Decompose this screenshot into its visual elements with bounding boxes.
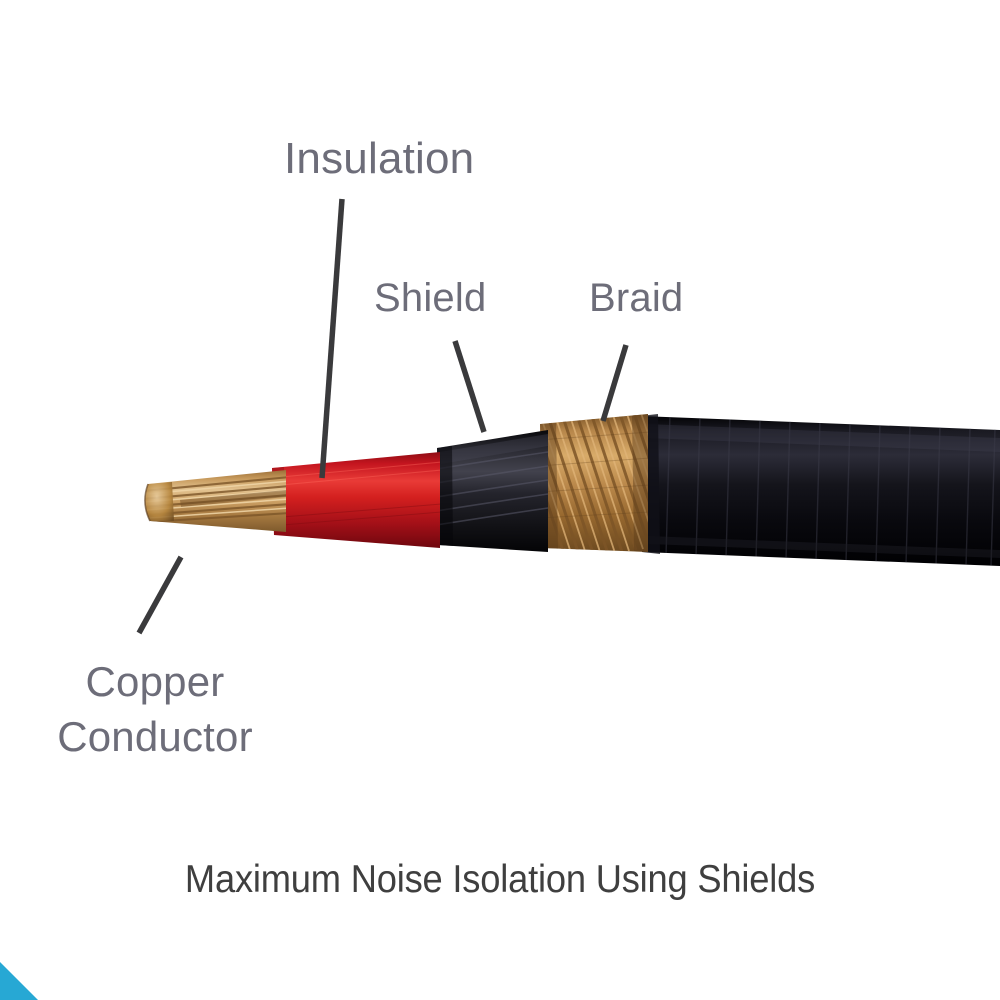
callout-label-copper-conductor-line2: Conductor [57, 713, 253, 761]
diagram-caption: Maximum Noise Isolation Using Shields [184, 858, 816, 901]
callout-label-braid: Braid [589, 276, 684, 320]
leader-line-insulation [319, 198, 345, 479]
cable-layer-copper-conductor [144, 470, 286, 532]
leader-lines [136, 198, 629, 635]
callout-label-shield: Shield [374, 276, 487, 320]
cable-layer-outer-jacket [640, 414, 1000, 566]
cable-layer-braid [540, 414, 648, 552]
leader-line-braid [600, 344, 629, 422]
leader-line-shield [452, 340, 487, 433]
callout-label-copper-conductor: Copper Conductor [20, 654, 290, 765]
leader-line-copper-conductor [136, 555, 184, 635]
callout-label-insulation: Insulation [284, 134, 475, 183]
callout-label-copper-conductor-line1: Copper [85, 658, 225, 705]
cable-layer-shield [437, 430, 548, 552]
cable-layer-red-insulation [272, 452, 440, 548]
